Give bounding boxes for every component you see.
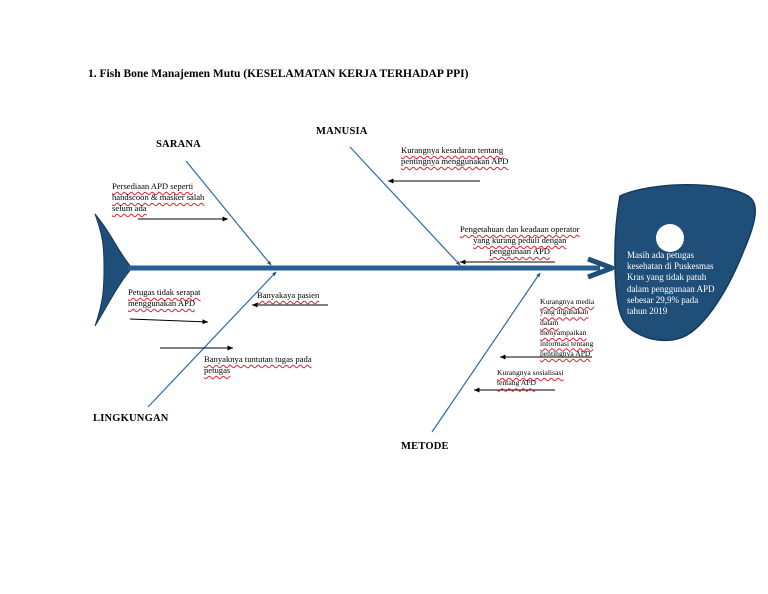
bone-metode [431, 272, 541, 433]
page-title: 1. Fish Bone Manajemen Mutu (KESELAMATAN… [88, 68, 469, 80]
cause-text-lingkungan-1: Banyakaya pasien [257, 290, 320, 300]
cause-text-manusia-2: Pengetahuan dan keadaan operator yang ku… [460, 224, 580, 256]
cause-text-metode-1: Kurangnya media yang digunakan dalam men… [540, 297, 595, 359]
category-sarana: SARANA [156, 139, 201, 150]
bone-sarana [185, 160, 272, 266]
effect-text: Masih ada petugas kesehatan di Puskesmas… [627, 250, 715, 317]
cause-text-manusia-1: Kurangnya kesadaran tentang pentingnya m… [401, 145, 509, 166]
category-manusia: MANUSIA [316, 126, 368, 137]
cause-text-metode-2: Kurangnya sosialisasi tentang APD [497, 368, 564, 388]
fish-head-shape [614, 184, 756, 342]
fish-eye [656, 224, 684, 252]
category-lingkungan: LINGKUNGAN [93, 413, 169, 424]
bone-lingkungan [147, 271, 277, 408]
cause-text-sarana-1: Persediaan APD seperti handscoon & maske… [112, 181, 205, 213]
category-metode: METODE [401, 441, 449, 452]
fish-tail-shape [94, 213, 133, 327]
cause-text-lingkungan-2: Banyaknya tuntutan tugas pada petugas [204, 354, 312, 375]
cause-arrow-sarana-2 [129, 318, 209, 325]
spine-arrowhead [587, 256, 615, 280]
bone-manusia [349, 146, 461, 266]
cause-text-sarana-2: Petugas tidak serapat menggunakan APD [128, 287, 201, 308]
